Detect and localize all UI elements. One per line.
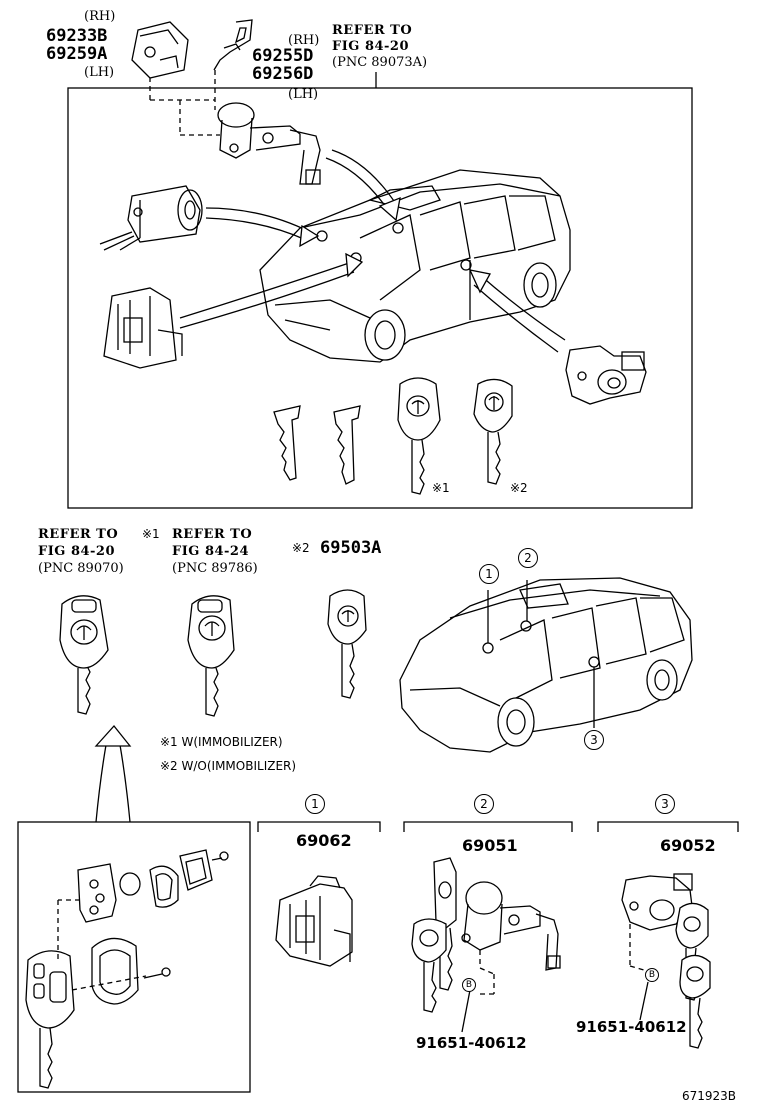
top-frame: [67, 87, 693, 509]
group-1-number: 1: [305, 794, 325, 814]
part-69052-cylinder: [621, 873, 711, 1049]
part-number-69233b[interactable]: 69233B: [46, 26, 108, 46]
label-lh-2: (LH): [288, 87, 319, 102]
bottom-left-dashed: [57, 899, 147, 991]
leader-91651-a: [461, 989, 471, 1033]
refer-b-line1[interactable]: REFER TO: [172, 527, 253, 542]
callout-1[interactable]: 1: [479, 564, 499, 584]
part-number-69256d[interactable]: 69256D: [252, 64, 314, 84]
vehicle-top: [259, 169, 571, 363]
key-mark-2: ※2: [510, 481, 528, 495]
group-brackets: [257, 821, 739, 832]
refer-a-line3: (PNC 89070): [38, 561, 124, 576]
part-69051-cylinder: [411, 857, 561, 1013]
door-lock-cylinder-top: [217, 102, 321, 185]
key-blank-1: [273, 405, 301, 481]
refer-a-mark: ※1: [142, 527, 160, 541]
refer-top-line3: (PNC 89073A): [332, 55, 428, 70]
clip-69255d: [213, 19, 253, 71]
arrows-top: [179, 149, 566, 353]
refer-b-line3: (PNC 89786): [172, 561, 258, 576]
part-number-91651-40612-b[interactable]: 91651-40612: [576, 1018, 687, 1036]
group-3-number: 3: [655, 794, 675, 814]
part-69051-dashed: [479, 950, 495, 995]
refer-top-line2[interactable]: FIG 84-20: [332, 39, 410, 54]
upward-arrow: [94, 724, 132, 823]
part-number-69062[interactable]: 69062: [296, 831, 352, 850]
label-rh-2: (RH): [288, 33, 320, 48]
remote-key-parts: [25, 849, 229, 1089]
refer-b-line2[interactable]: FIG 84-24: [172, 544, 250, 559]
leader-91651-b: [639, 981, 649, 1021]
group-2-number: 2: [474, 794, 494, 814]
key-mark-1: ※1: [432, 481, 450, 495]
switch-bracket-left: [103, 287, 183, 369]
ignition-cylinder: [99, 185, 203, 251]
refer-top-line1[interactable]: REFER TO: [332, 23, 413, 38]
part-number-91651-40612-a[interactable]: 91651-40612: [416, 1034, 527, 1052]
key-69503a: [327, 589, 367, 699]
part-number-69259a[interactable]: 69259A: [46, 44, 108, 64]
part-number-69051[interactable]: 69051: [462, 836, 518, 855]
label-rh-1: (RH): [84, 9, 116, 24]
mark-69503a: ※2: [292, 541, 310, 555]
part-number-69503a[interactable]: 69503A: [320, 538, 382, 558]
part-69062-switch: [275, 875, 353, 967]
part-number-69255d[interactable]: 69255D: [252, 46, 314, 66]
key-remote-mid-2: [187, 595, 235, 717]
callout-2[interactable]: 2: [518, 548, 538, 568]
clip-69233b: [131, 21, 189, 79]
vehicle-mid: [399, 577, 693, 753]
callout-3[interactable]: 3: [584, 730, 604, 750]
note-immobilizer-with: ※1 W(IMMOBILIZER): [160, 735, 283, 749]
refer-a-line2[interactable]: FIG 84-20: [38, 544, 116, 559]
dashed-connectors: [149, 68, 220, 136]
group-3-sub-mark: B: [645, 968, 659, 982]
key-blank-2: [333, 405, 361, 485]
part-69052-dashed: [629, 924, 645, 971]
key-remote-mid-1: [59, 595, 109, 715]
door-lock-cylinder-right: [565, 345, 647, 405]
key-disassembly-frame: [17, 821, 251, 1093]
part-number-69052[interactable]: 69052: [660, 836, 716, 855]
note-immobilizer-without: ※2 W/O(IMMOBILIZER): [160, 759, 297, 773]
label-lh-1: (LH): [84, 65, 115, 80]
key-standard-top: [473, 378, 513, 485]
refer-a-line1[interactable]: REFER TO: [38, 527, 119, 542]
key-immobilizer-top: [397, 377, 441, 495]
group-2-sub-mark: B: [462, 978, 476, 992]
diagram-id: 671923B: [682, 1089, 737, 1103]
